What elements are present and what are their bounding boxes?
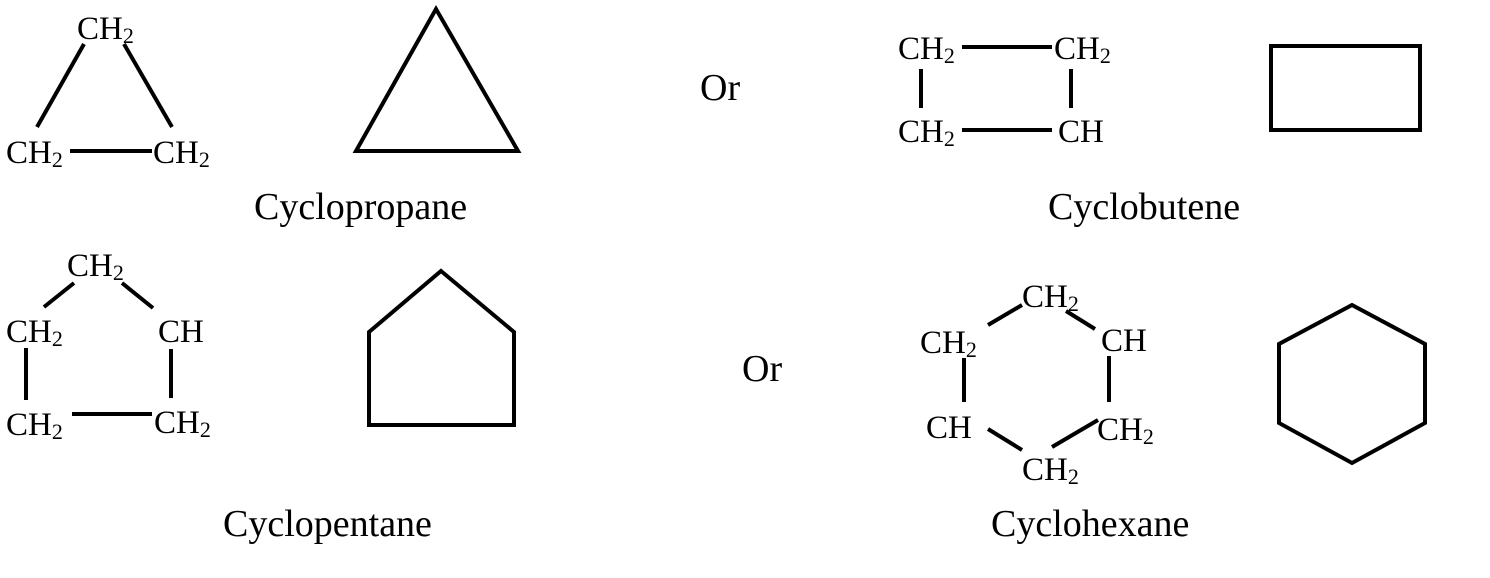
subscript: 2 — [943, 126, 955, 151]
subscript: 2 — [51, 419, 63, 444]
cyclopentane-group-top: CH2 — [67, 248, 124, 285]
cyclopentane-group-mid-left: CH2 — [6, 314, 63, 351]
subscript: 2 — [1067, 291, 1079, 316]
atom-label: CH — [6, 135, 52, 171]
atom-label: CH — [920, 325, 966, 361]
cyclopropane-group-bottom-left: CH2 — [6, 135, 63, 172]
cyclobutene-group-bottom-right: CH — [1058, 116, 1104, 149]
cyclobutene-group-bottom-left: CH2 — [898, 114, 955, 151]
atom-label: CH — [898, 31, 944, 67]
subscript: 2 — [122, 23, 134, 48]
atom-label: CH — [898, 114, 944, 150]
cyclopropane-group-top: CH2 — [77, 11, 134, 48]
cyclohexane-name: Cyclohexane — [991, 503, 1190, 545]
atom-label: CH — [1022, 279, 1068, 315]
or-label-bottom: Or — [742, 348, 783, 390]
cyclobutene-rectangle-shape — [1269, 44, 1422, 132]
atom-label: CH — [1097, 412, 1143, 448]
subscript: 2 — [112, 260, 124, 285]
cyclohexane-group-upper-right: CH — [1101, 325, 1147, 358]
cyclopropane-name: Cyclopropane — [254, 186, 468, 228]
atom-label: CH — [154, 405, 200, 441]
cyclohexane-group-lower-right: CH2 — [1097, 412, 1154, 449]
cyclohexane-group-lower-left: CH — [926, 412, 972, 445]
cyclobutene-bonds — [919, 45, 1073, 132]
cyclopropane-bonds — [35, 42, 174, 153]
cyclopentane-bonds — [24, 281, 173, 416]
atom-label: CH — [1022, 452, 1068, 488]
atom-label: CH — [1101, 323, 1147, 359]
cyclopropane-group-bottom-right: CH2 — [153, 135, 210, 172]
subscript: 2 — [199, 417, 211, 442]
atom-label: CH — [77, 11, 123, 47]
atom-label: CH — [6, 314, 52, 350]
cyclopentane-name: Cyclopentane — [223, 503, 432, 545]
cyclohexane-group-upper-left: CH2 — [920, 325, 977, 362]
cyclohexane-group-bottom: CH2 — [1022, 452, 1079, 489]
subscript: 2 — [943, 43, 955, 68]
cyclobutene-group-top-left: CH2 — [898, 31, 955, 68]
atom-label: CH — [926, 410, 972, 446]
atom-label: CH — [158, 314, 204, 350]
cyclohexane-group-top: CH2 — [1022, 279, 1079, 316]
subscript: 2 — [1142, 424, 1154, 449]
cyclopropane-triangle-shape — [352, 4, 522, 153]
cyclopentane-group-bottom-left: CH2 — [6, 407, 63, 444]
subscript: 2 — [51, 147, 63, 172]
cyclopentane-pentagon-shape — [367, 268, 516, 427]
subscript: 2 — [198, 147, 210, 172]
or-label-top: Or — [700, 67, 741, 109]
cyclobutene-name: Cyclobutene — [1048, 186, 1241, 228]
atom-label: CH — [6, 407, 52, 443]
cyclobutene-group-top-right: CH2 — [1054, 31, 1111, 68]
subscript: 2 — [1099, 43, 1111, 68]
cyclohexane-bonds — [962, 303, 1111, 452]
cyclopentane-group-mid-right: CH — [158, 316, 204, 349]
atom-label: CH — [1058, 114, 1104, 150]
atom-label: CH — [1054, 31, 1100, 67]
subscript: 2 — [965, 337, 977, 362]
atom-label: CH — [153, 135, 199, 171]
cyclohexane-hexagon-shape — [1277, 302, 1427, 466]
cyclopentane-group-bottom-right: CH2 — [154, 405, 211, 442]
atom-label: CH — [67, 248, 113, 284]
subscript: 2 — [51, 326, 63, 351]
subscript: 2 — [1067, 464, 1079, 489]
